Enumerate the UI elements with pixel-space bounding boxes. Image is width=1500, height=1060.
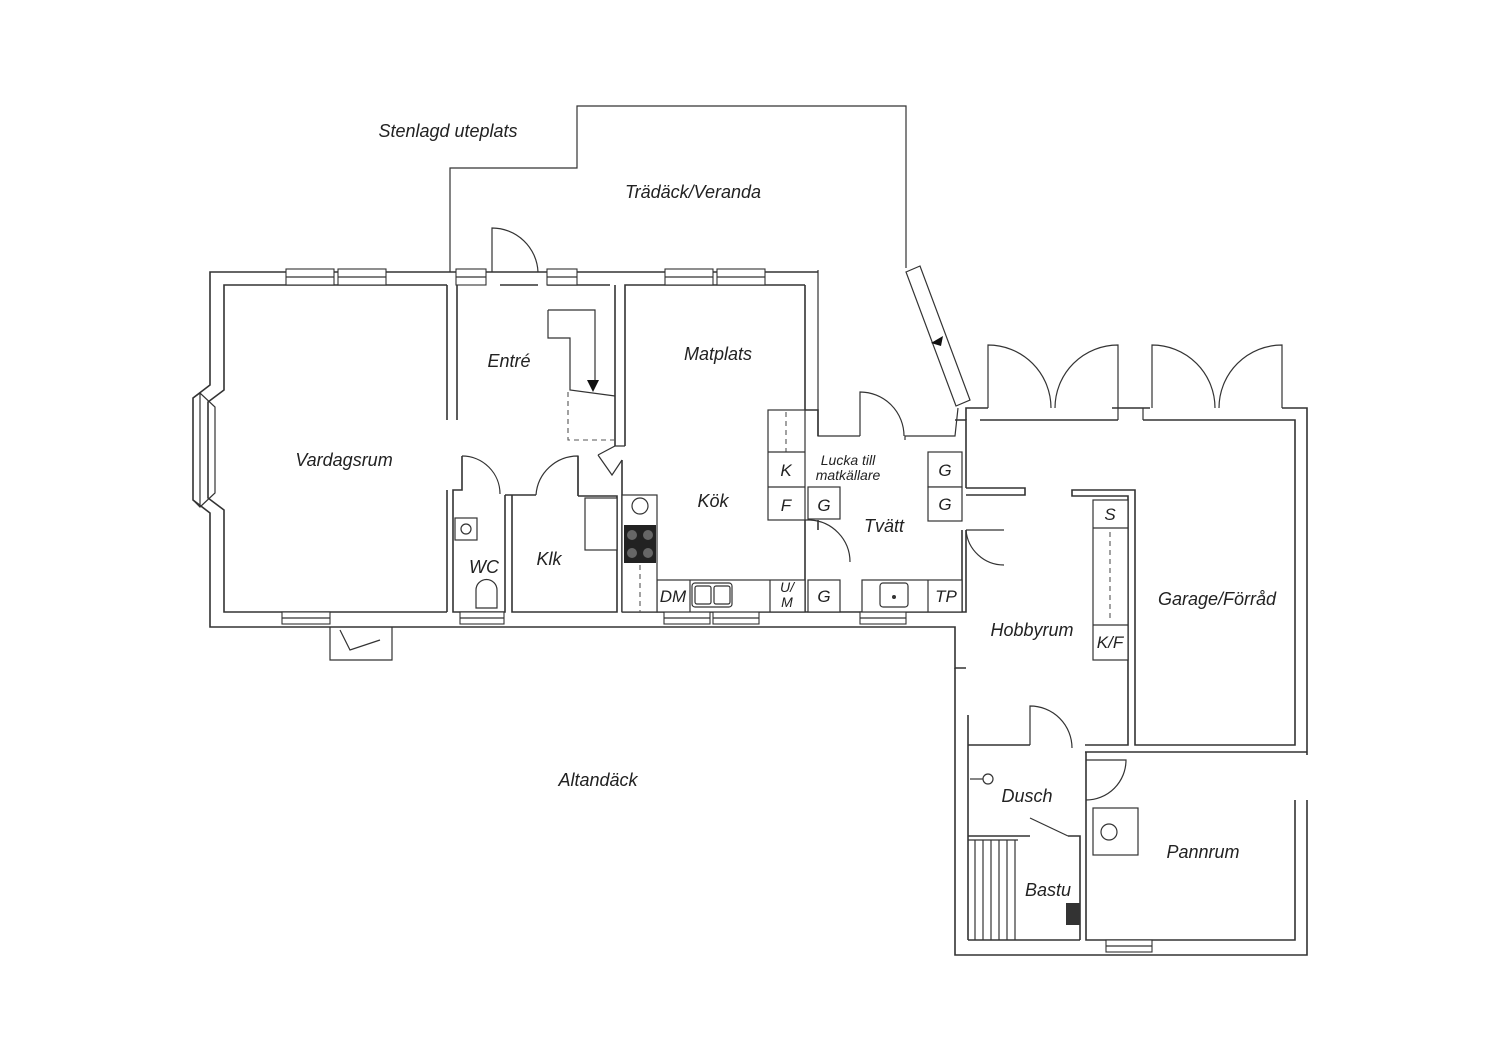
label-fixture-um-top: U/	[780, 579, 796, 595]
label-fixture-tp: TP	[935, 587, 957, 606]
label-matplats: Matplats	[684, 344, 752, 364]
label-vardagsrum: Vardagsrum	[295, 450, 392, 470]
label-fixture-g-lower: G	[938, 495, 951, 514]
label-lucka-line2: matkällare	[816, 467, 881, 483]
shower-head	[970, 773, 994, 785]
label-fixture-s: S	[1104, 505, 1116, 524]
label-altandack: Altandäck	[557, 770, 638, 790]
sauna-heater	[1066, 903, 1080, 925]
main-house-walls	[192, 270, 966, 669]
label-fixture-g-bottom: G	[817, 587, 830, 606]
veranda-outline	[449, 105, 971, 440]
interior-doors	[461, 227, 1127, 837]
label-kok: Kök	[697, 491, 729, 511]
label-bastu: Bastu	[1025, 880, 1071, 900]
label-hobbyrum: Hobbyrum	[990, 620, 1073, 640]
boiler	[1092, 807, 1139, 856]
label-fixture-k: K	[780, 461, 792, 480]
kitchen-fixtures	[454, 409, 1129, 661]
label-pannrum: Pannrum	[1166, 842, 1239, 862]
label-fixture-kf: K/F	[1097, 633, 1125, 652]
label-klk: Klk	[536, 549, 562, 569]
windows	[281, 268, 1153, 953]
label-fixture-g-upper: G	[938, 461, 951, 480]
label-tradack-veranda: Trädäck/Veranda	[625, 182, 761, 202]
garage-doors	[987, 344, 1283, 420]
label-fixture-f: F	[781, 496, 793, 515]
label-garage-forrad: Garage/Förråd	[1158, 589, 1277, 609]
garage-wing-walls	[954, 407, 1308, 956]
label-tvatt: Tvätt	[864, 516, 905, 536]
label-fixture-g-kok: G	[817, 496, 830, 515]
label-fixture-um-bottom: M	[781, 594, 793, 610]
label-lucka-line1: Lucka till	[821, 452, 876, 468]
label-fixture-dm: DM	[660, 587, 687, 606]
label-dusch: Dusch	[1001, 786, 1052, 806]
label-wc: WC	[469, 557, 500, 577]
label-entre: Entré	[487, 351, 530, 371]
sauna-bench	[968, 839, 1018, 940]
label-stenlagd-uteplats: Stenlagd uteplats	[378, 121, 517, 141]
